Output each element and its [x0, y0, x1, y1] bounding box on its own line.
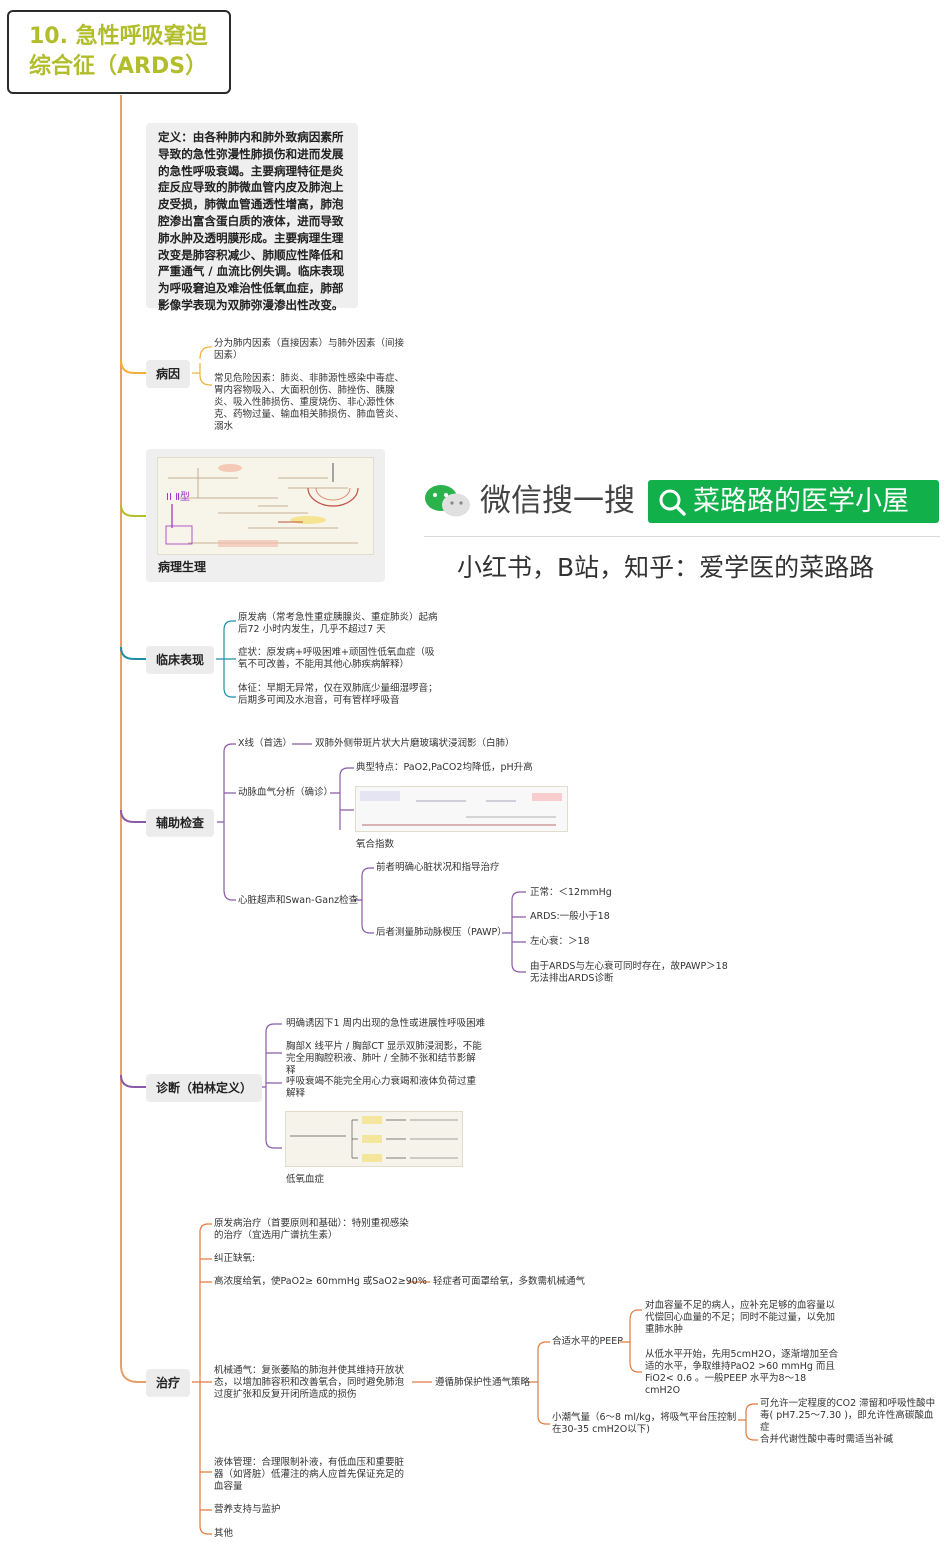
- wechat-account-name: 菜路路的医学小屋: [693, 486, 909, 517]
- treatment-peep-b: 从低水平开始，先用5cmH2O，逐渐增加至合适的水平，争取维持PaO2 >60 …: [645, 1349, 839, 1396]
- treatment-other: 其他: [214, 1528, 234, 1539]
- etiology-leaf-1: 分为肺内因素（直接因素）与肺外因素（间接因素）: [214, 338, 405, 361]
- pawp-ards: ARDS:一般小于18: [530, 911, 610, 922]
- wechat-search-text: 微信搜一搜: [480, 483, 635, 519]
- branch-clinical-line: [120, 646, 146, 660]
- branch-patho-line: [120, 504, 146, 517]
- oxygen-index-formula-image: [355, 786, 568, 832]
- treatment-tidal-b: 合并代谢性酸中毒时需适当补碱: [760, 1434, 894, 1445]
- diagnosis-node[interactable]: 诊断（柏林定义）: [146, 1074, 263, 1102]
- echo-b: 后者测量肺动脉楔压（PAWP）: [376, 927, 507, 938]
- root-title: 10. 急性呼吸窘迫综合征（ARDS）: [7, 10, 231, 94]
- xray-item: X线（首选）: [238, 738, 293, 749]
- hypoxemia-grading-image: [285, 1111, 463, 1167]
- branch-etiology-line: [120, 359, 146, 374]
- treatment-ventilation: 机械通气：复张萎陷的肺泡并使其维持开放状态，以增加肺容积和改善氧合，同时避免肺泡…: [214, 1365, 405, 1400]
- etiology-node[interactable]: 病因: [146, 360, 191, 388]
- wechat-icon: [425, 485, 470, 517]
- wechat-account-badge: 菜路路的医学小屋: [648, 480, 939, 523]
- echo-item: 心脏超声和Swan-Ganz检查: [238, 895, 359, 906]
- treatment-strategy: 遵循肺保护性通气策略: [435, 1377, 531, 1388]
- trunk-line: [120, 95, 146, 1383]
- treatment-peep-a: 对血容量不足的病人，应补充足够的血容量以代偿回心血量的不足；同时不能过量，以免加…: [645, 1300, 836, 1335]
- diagnosis-criterion-3: 呼吸衰竭不能完全用心力衰竭和液体负荷过重解释: [286, 1076, 477, 1099]
- platforms-text: 小红书，B站，知乎：爱学医的菜路路: [457, 553, 875, 582]
- treatment-hypoxia: 纠正缺氧:: [214, 1253, 256, 1264]
- treatment-tidal: 小潮气量（6～8 ml/kg，将吸气平台压控制在30-35 cmH2O以下): [552, 1412, 737, 1435]
- search-icon: [659, 489, 686, 516]
- pathophysiology-node[interactable]: ⅠI Ⅱ型 病理生理: [146, 449, 385, 582]
- treatment-tidal-a: 可允许一定程度的CO2 滞留和呼吸性酸中毒( pH7.25～7.30 )，即允许…: [760, 1398, 936, 1433]
- watermark-divider: [424, 536, 940, 537]
- diagnosis-criterion-2: 胸部X 线平片 / 胸部CT 显示双肺浸润影，不能完全用胸腔积液、肺叶 / 全肺…: [286, 1041, 482, 1076]
- pawp-normal: 正常：＜12mmHg: [530, 887, 612, 898]
- abg-detail: 典型特点：PaO2,PaCO2均降低，pH升高: [356, 762, 533, 773]
- auxiliary-node[interactable]: 辅助检查: [146, 809, 215, 837]
- hypoxemia-caption: 低氧血症: [286, 1174, 325, 1185]
- branch-diag-line: [120, 1074, 146, 1088]
- clinical-leaf-3: 体征：早期无异常，仅在双肺底少量细湿啰音；后期多可闻及水泡音，可有管样呼吸音: [238, 683, 438, 706]
- treatment-nutrition: 营养支持与监护: [214, 1504, 281, 1515]
- clinical-leaf-1: 原发病（常考急性重症胰腺炎、重症肺炎）起病后72 小时内发生，几乎不超过7 天: [238, 612, 438, 635]
- treatment-high-oxygen: 高浓度给氧，使PaO2≥ 60mmHg 或SaO2≥90%: [214, 1276, 427, 1287]
- echo-a: 前者明确心脏状况和指导治疗: [376, 862, 500, 873]
- svg-text:ⅠI Ⅱ型: ⅠI Ⅱ型: [166, 490, 190, 503]
- branch-aux-line: [120, 809, 146, 823]
- pathophysiology-label: 病理生理: [158, 560, 207, 574]
- treatment-peep: 合适水平的PEEP: [552, 1336, 623, 1347]
- treatment-high-oxygen-note: 轻症者可面罩给氧，多数需机械通气: [433, 1276, 586, 1287]
- treatment-node[interactable]: 治疗: [146, 1369, 191, 1397]
- treatment-primary: 原发病治疗（首要原则和基础）：特别重视感染的治疗（宜选用广谱抗生素）: [214, 1218, 409, 1241]
- pawp-lhf: 左心衰：＞18: [530, 936, 590, 947]
- oxygen-index-caption: 氧合指数: [356, 839, 395, 850]
- definition-box: 定义：由各种肺内和肺外致病因素所导致的急性弥漫性肺损伤和进而发展的急性呼吸衰竭。…: [146, 123, 358, 312]
- abg-item: 动脉血气分析（确诊）: [238, 787, 334, 798]
- treatment-fluid: 液体管理：合理限制补液，有低血压和重要脏器（如肾脏）低灌注的病人应首先保证充足的…: [214, 1457, 405, 1492]
- clinical-leaf-2: 症状：原发病+呼吸困难+顽固性低氧血症（吸氧不可改善，不能用其他心肺疾病解释）: [238, 647, 435, 670]
- xray-detail: 双肺外侧带斑片状大片磨玻璃状浸润影（白肺）: [315, 738, 515, 749]
- diagnosis-criterion-1: 明确诱因下1 周内出现的急性或进展性呼吸困难: [286, 1018, 486, 1029]
- wechat-search-banner: 微信搜一搜 菜路路的医学小屋: [424, 478, 940, 524]
- clinical-node[interactable]: 临床表现: [146, 646, 215, 674]
- etiology-leaf-2: 常见危险因素：肺炎、非肺源性感染中毒症、胃内容物吸入、大面积创伤、肺挫伤、胰腺炎…: [214, 373, 405, 432]
- pawp-note: 由于ARDS与左心衰可同时存在，故PAWP＞18无法排出ARDS诊断: [530, 961, 728, 984]
- pathophysiology-diagram-image: ⅠI Ⅱ型: [157, 457, 374, 555]
